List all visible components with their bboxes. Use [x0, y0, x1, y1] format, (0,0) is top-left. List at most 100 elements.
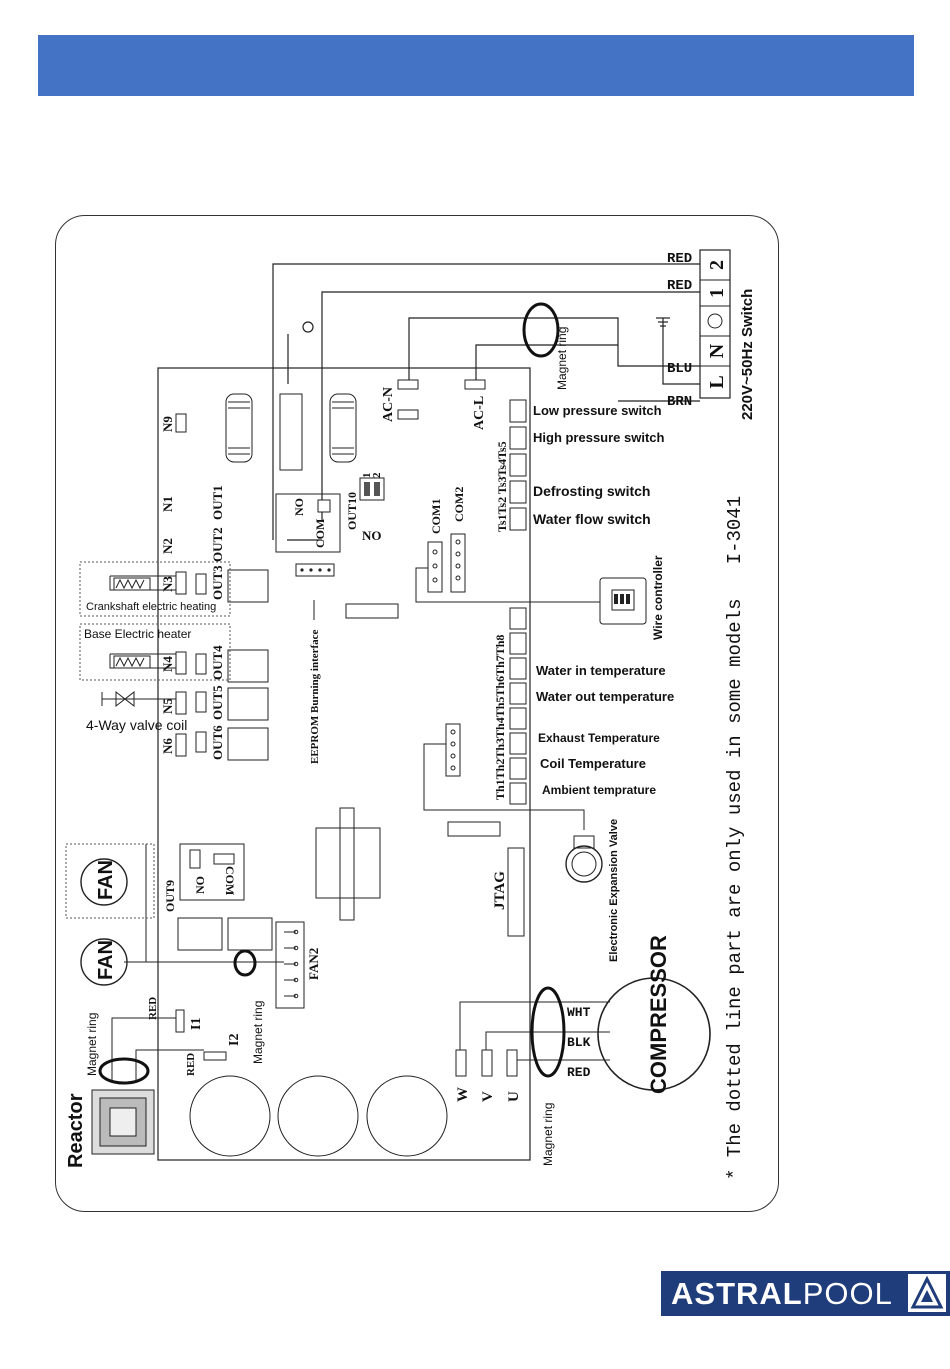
diagram-label: 1	[361, 473, 373, 479]
n4-label: N4	[160, 656, 175, 672]
jtag-label: JTAG	[492, 871, 508, 910]
i1-label: I1	[189, 1018, 204, 1030]
fan2-label: FAN2	[306, 948, 321, 980]
ambient-temp-label: Ambient temprature	[542, 783, 656, 797]
relay-main	[275, 493, 341, 553]
fan-optional	[80, 858, 128, 906]
n3-label: N3	[160, 576, 175, 592]
wire-label-red-i1: RED	[147, 997, 159, 1020]
diagram-label: NO	[292, 498, 306, 516]
ac-n-connector	[397, 379, 419, 390]
header-band	[38, 35, 914, 96]
triangle-logo-icon	[908, 1274, 946, 1312]
crankshaft-heater-box	[79, 561, 231, 617]
coil-temp-label: Coil Temperature	[540, 756, 646, 771]
th-header: Th1Th2Th3Th4Th5Th6Th7Th8	[493, 635, 507, 800]
magnet-ring-compressor	[530, 986, 566, 1078]
diagram-label: NO	[193, 876, 207, 894]
magnet-ring-reactor-label: Magnet ring	[85, 1013, 99, 1076]
out5-label: OUT5	[210, 685, 225, 720]
optional-fan-box	[65, 843, 155, 919]
out9-label: OUT9	[163, 880, 177, 912]
wire-label-red-i2: RED	[185, 1053, 197, 1076]
jtag-connector	[507, 847, 525, 937]
filter-inductors	[225, 393, 357, 471]
diagram-label: NO	[362, 528, 382, 543]
diagram-label: COM	[223, 866, 237, 895]
supply-label: 220V~50Hz Switch	[739, 289, 756, 420]
com2-label: COM2	[452, 487, 466, 522]
base-heater-label: Base Electric heater	[84, 627, 191, 641]
terminal-l: L	[706, 375, 728, 388]
terminal-u: U	[506, 1091, 522, 1102]
wire-label-brn: BRN	[667, 394, 692, 410]
fan-main	[80, 938, 128, 986]
reactor-label: Reactor	[65, 1093, 87, 1168]
ground-symbol	[302, 317, 670, 333]
ac-l-label: AC-L	[472, 396, 487, 430]
exhaust-temp-label: Exhaust Temperature	[538, 731, 660, 745]
magnet-ring-fan-label: Magnet ring	[251, 1001, 265, 1064]
out2-label: OUT2	[210, 527, 225, 562]
capacitor-1	[189, 1075, 271, 1157]
heater-resistors	[109, 575, 176, 669]
wire-label-red-compressor: RED	[567, 1065, 591, 1080]
out6-label: OUT6	[210, 725, 225, 760]
ipm-module	[315, 827, 381, 899]
dotted-line-note: * The dotted line part are only used in …	[724, 496, 746, 1180]
crankshaft-heating-label: Crankshaft electric heating	[86, 601, 216, 613]
wire-label-blk: BLK	[567, 1035, 591, 1050]
com1-label: COM1	[429, 499, 443, 534]
n2-label: N2	[160, 538, 175, 554]
n5-label: N5	[160, 698, 175, 714]
relay-out9	[179, 843, 245, 901]
ac-l-connector	[464, 379, 486, 390]
diagram-label: 2	[371, 472, 383, 478]
logo-text-bold: ASTRAL	[671, 1275, 803, 1311]
out1-label: OUT1	[210, 485, 225, 520]
capacitor-3	[366, 1075, 448, 1157]
power-terminal-block: 2 1 N L	[699, 249, 731, 399]
ac-n-label: AC-N	[381, 387, 396, 422]
out3-label: OUT3	[210, 565, 225, 600]
out4-label: OUT4	[210, 645, 225, 680]
magnet-ring-fan	[233, 949, 257, 977]
main-board	[157, 367, 531, 1161]
diagram-frame	[55, 215, 779, 1212]
low-pressure-switch-label: Low pressure switch	[533, 403, 662, 418]
n6-label: N6	[160, 738, 175, 754]
eeprom-label: EEPROM Burning interface	[309, 629, 321, 764]
n1-label: N1	[160, 496, 175, 512]
wire-label-blu: BLU	[667, 361, 692, 377]
base-heater-box	[79, 623, 231, 681]
capacitor-2	[277, 1075, 359, 1157]
terminal-1: 1	[706, 288, 728, 298]
magnet-ring-power-label: Magnet ring	[555, 327, 569, 390]
fan2-connector	[275, 921, 305, 1009]
eev-connector	[445, 723, 461, 777]
compressor-symbol	[597, 977, 711, 1091]
terminal-v: V	[480, 1091, 496, 1102]
wire-label-red-1: RED	[667, 251, 692, 267]
th-connectors	[509, 607, 527, 805]
terminal-w: W	[455, 1087, 471, 1102]
fan-optional-label: FAN	[95, 860, 117, 900]
expansion-valve-label: Electronic Expansion Valve	[608, 819, 620, 962]
ts-connectors	[509, 399, 527, 531]
defrosting-switch-label: Defrosting switch	[533, 483, 650, 499]
magnet-ring-reactor	[98, 1057, 150, 1085]
n9-label: N9	[160, 416, 175, 432]
power-wires	[272, 263, 700, 541]
magnet-ring-power	[522, 302, 560, 358]
terminal-2: 2	[706, 260, 728, 270]
dip-switch	[359, 477, 385, 501]
high-pressure-switch-label: High pressure switch	[533, 430, 665, 445]
i2-label: I2	[227, 1034, 242, 1046]
out10-label: OUT10	[345, 492, 359, 530]
wire-label-wht: WHT	[567, 1005, 591, 1020]
four-way-valve-label: 4-Way valve coil	[86, 717, 187, 733]
compressor-label: COMPRESSOR	[646, 935, 671, 1094]
wire-controller-label: Wire controller	[651, 555, 665, 640]
expansion-valve-symbol	[565, 845, 603, 883]
